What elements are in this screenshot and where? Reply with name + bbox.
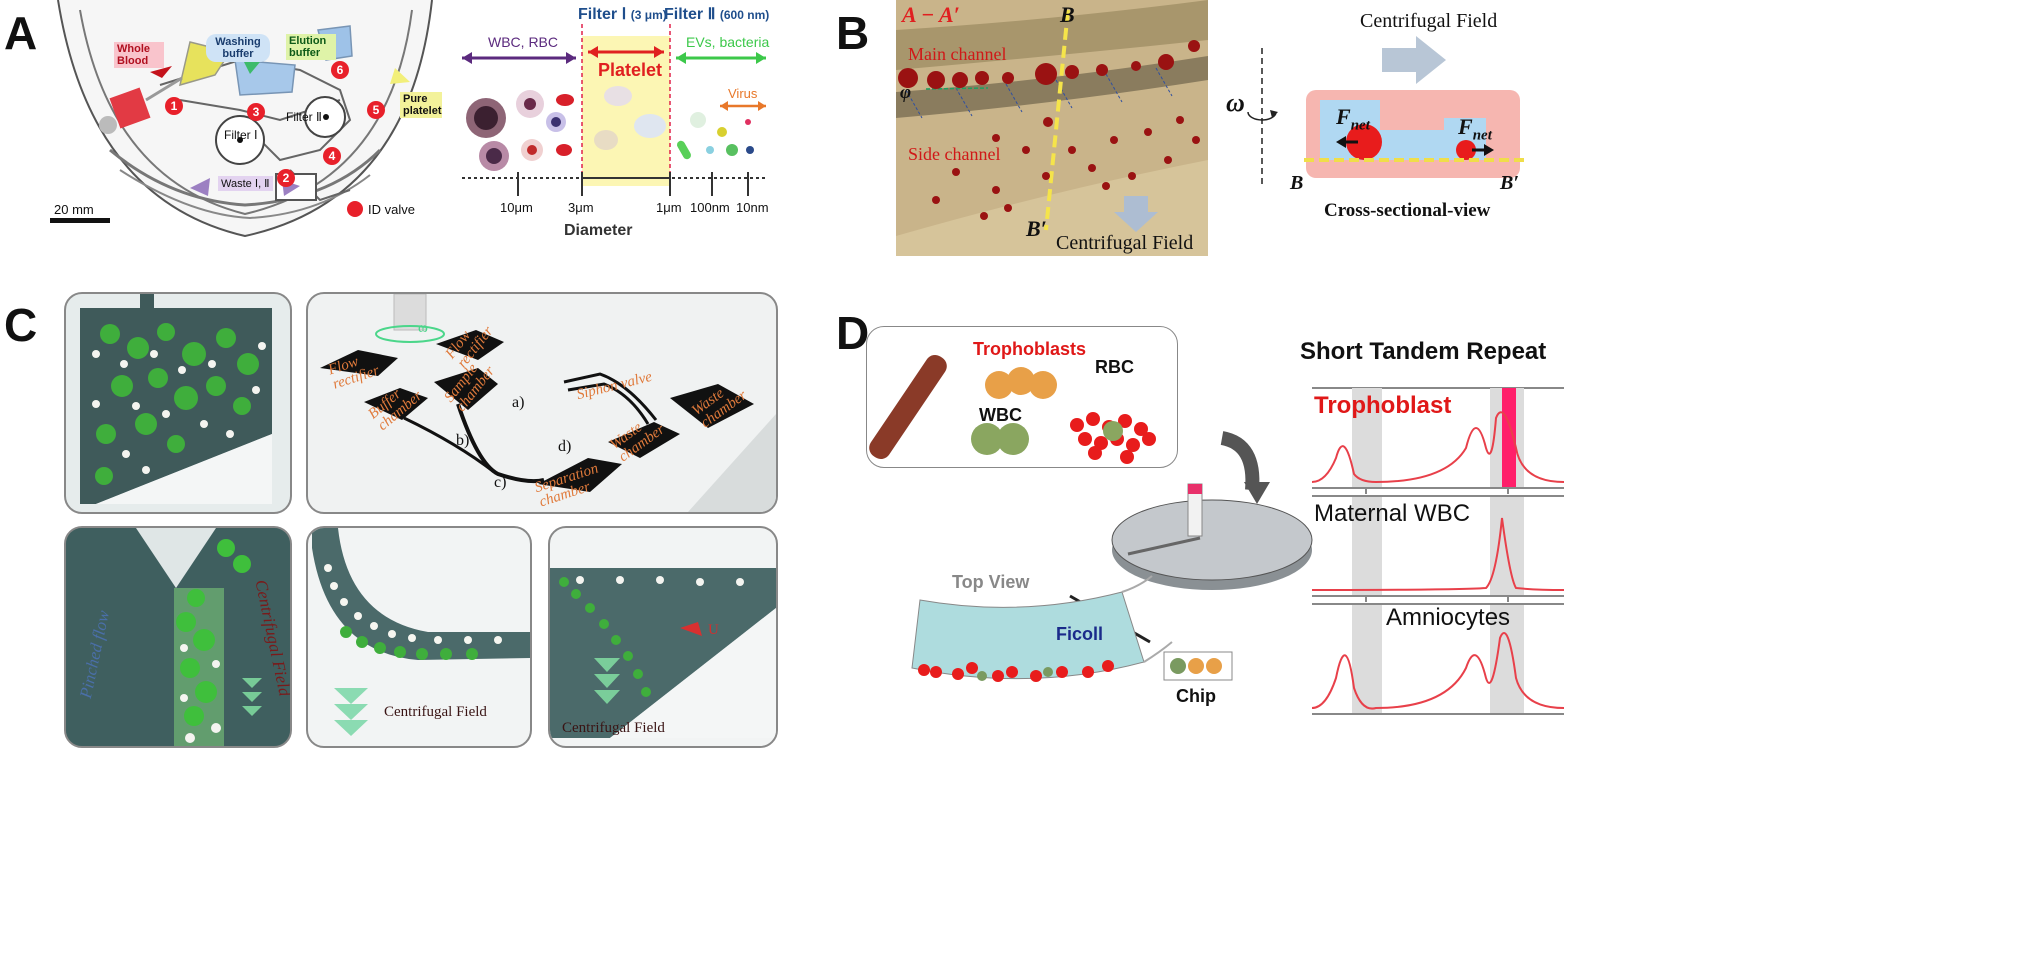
svg-text:3: 3 xyxy=(253,105,260,119)
washing-buffer-label: Washing buffer xyxy=(206,34,270,62)
panel-a-chip: 1 2 3 4 5 6 Whole Blood Washing buffer E… xyxy=(50,0,442,240)
cross-b-label: B xyxy=(1290,172,1304,194)
tick-10nm: 10nm xyxy=(736,200,769,215)
section-a-label: A − A′ xyxy=(902,2,960,27)
elution-buffer-label: Elution buffer xyxy=(286,34,336,60)
c1-svg xyxy=(80,294,272,504)
tick-3um: 3μm xyxy=(568,200,594,215)
wbc-rbc-label: WBC, RBC xyxy=(488,34,558,50)
panel-c-network: ω Flow rectifier Flow rectifier Buffer c… xyxy=(306,292,778,514)
panel-label-a: A xyxy=(4,7,38,59)
fnet-left: Fnet xyxy=(1336,104,1370,134)
panel-c-curved-channel: Centrifugal Field xyxy=(306,526,532,748)
filter-1-label: Filter Ⅰ xyxy=(224,128,258,142)
ev-bacteria-label: EVs, bacteria xyxy=(686,34,770,50)
size-scale-svg xyxy=(462,24,766,196)
panel-label-d: D xyxy=(836,307,870,359)
channel-svg xyxy=(896,0,1208,256)
d-top-view-svg xyxy=(911,575,1233,682)
chip-label: Chip xyxy=(1176,686,1216,706)
platelet-zone xyxy=(582,36,670,186)
panel-d-top-view: Top View Ficoll Chip xyxy=(911,572,1242,712)
field-bottom-label: Centrifugal Field xyxy=(1056,232,1194,254)
tick-1um: 1μm xyxy=(656,200,682,215)
mark-b: b) xyxy=(456,432,470,449)
svg-text:1: 1 xyxy=(171,99,178,113)
svg-text:5: 5 xyxy=(373,103,380,117)
c-field-3-label: Centrifugal Field xyxy=(562,720,665,736)
panel-c-chamber-top-left xyxy=(64,292,292,514)
d-disc-svg xyxy=(1069,431,1313,644)
panel-a-size-chart: Filter Ⅰ (3 μm) Filter Ⅱ (600 nm) WBC, R… xyxy=(460,0,838,250)
c-u-label: U xyxy=(708,622,719,638)
str-title: Short Tandem Repeat xyxy=(1300,338,1547,365)
trophoblasts-label: Trophoblasts xyxy=(973,339,1087,359)
virus-label: Virus xyxy=(728,86,758,101)
cross-section-title: Cross-sectional-view xyxy=(1324,200,1491,221)
str-svg xyxy=(1311,378,1565,715)
filter-2-title: Filter Ⅱ (600 nm) xyxy=(664,6,770,23)
panel-b-channel: A − A′ B B′ Main channel Side channel φ … xyxy=(896,0,1208,256)
phi-label: φ xyxy=(900,82,912,103)
filter-1-title: Filter Ⅰ (3 μm) xyxy=(578,6,667,23)
panel-c-pinched-flow: Pinched flow Centrifugal Field xyxy=(64,526,292,748)
c2-svg xyxy=(320,294,776,512)
panel-d-cells-box: Trophoblasts RBC WBC xyxy=(866,326,1178,468)
main-channel-label: Main channel xyxy=(908,44,1007,64)
fnet-right: Fnet xyxy=(1458,114,1492,144)
c3-svg xyxy=(66,528,290,746)
valve-legend-label: ID valve xyxy=(368,202,415,217)
mark-c: c) xyxy=(494,474,507,491)
platelet-label: Platelet xyxy=(598,60,663,80)
waste-label: Waste Ⅰ, Ⅱ xyxy=(218,176,273,191)
mark-d: d) xyxy=(558,438,572,455)
c4-svg xyxy=(312,528,530,736)
panel-label-b: B xyxy=(836,7,870,59)
mark-a: a) xyxy=(512,394,525,411)
ficoll-label: Ficoll xyxy=(1056,624,1104,644)
wbc-label: WBC xyxy=(979,405,1022,425)
cross-b2-label: B′ xyxy=(1500,172,1519,194)
c-field-2-label: Centrifugal Field xyxy=(384,704,487,720)
svg-text:6: 6 xyxy=(337,63,344,77)
tick-10um: 10μm xyxy=(500,200,533,215)
rbc-label: RBC xyxy=(1095,357,1134,377)
section-b-bottom-label: B′ xyxy=(1026,216,1047,241)
omega-label: ω xyxy=(1226,88,1245,117)
c-omega-label: ω xyxy=(418,320,428,336)
side-channel-label: Side channel xyxy=(908,144,1001,164)
panel-label-c: C xyxy=(4,299,38,351)
whole-blood-label: Whole Blood xyxy=(114,42,164,68)
svg-text:2: 2 xyxy=(283,171,290,185)
scale-bar-label: 20 mm xyxy=(54,202,94,217)
str-row-amniocytes: Amniocytes xyxy=(1386,604,1511,631)
top-view-label: Top View xyxy=(952,572,1030,592)
section-b-top-label: B xyxy=(1060,2,1075,27)
c5-svg xyxy=(550,568,776,738)
field-top-label: Centrifugal Field xyxy=(1360,10,1498,32)
panel-b-cross-section: Centrifugal Field ω Fnet Fnet B B′ Cross… xyxy=(1210,0,1530,250)
filter-2-label: Filter Ⅱ xyxy=(286,110,322,124)
str-row-maternal-wbc: Maternal WBC xyxy=(1314,500,1471,527)
pure-platelet-label: Pure platelet xyxy=(400,92,442,118)
panel-d-disc xyxy=(1069,420,1313,700)
d-cells-svg xyxy=(869,354,1156,464)
panel-c-deflection: U Centrifugal Field xyxy=(548,526,778,748)
svg-text:4: 4 xyxy=(329,149,336,163)
panel-d-str: Short Tandem Repeat Trophoblast Maternal… xyxy=(1296,338,1570,748)
str-row-trophoblast: Trophoblast xyxy=(1314,392,1452,419)
cross-section-svg xyxy=(1247,36,1526,184)
diameter-axis-label: Diameter xyxy=(564,222,633,239)
tick-100nm: 100nm xyxy=(690,200,730,215)
